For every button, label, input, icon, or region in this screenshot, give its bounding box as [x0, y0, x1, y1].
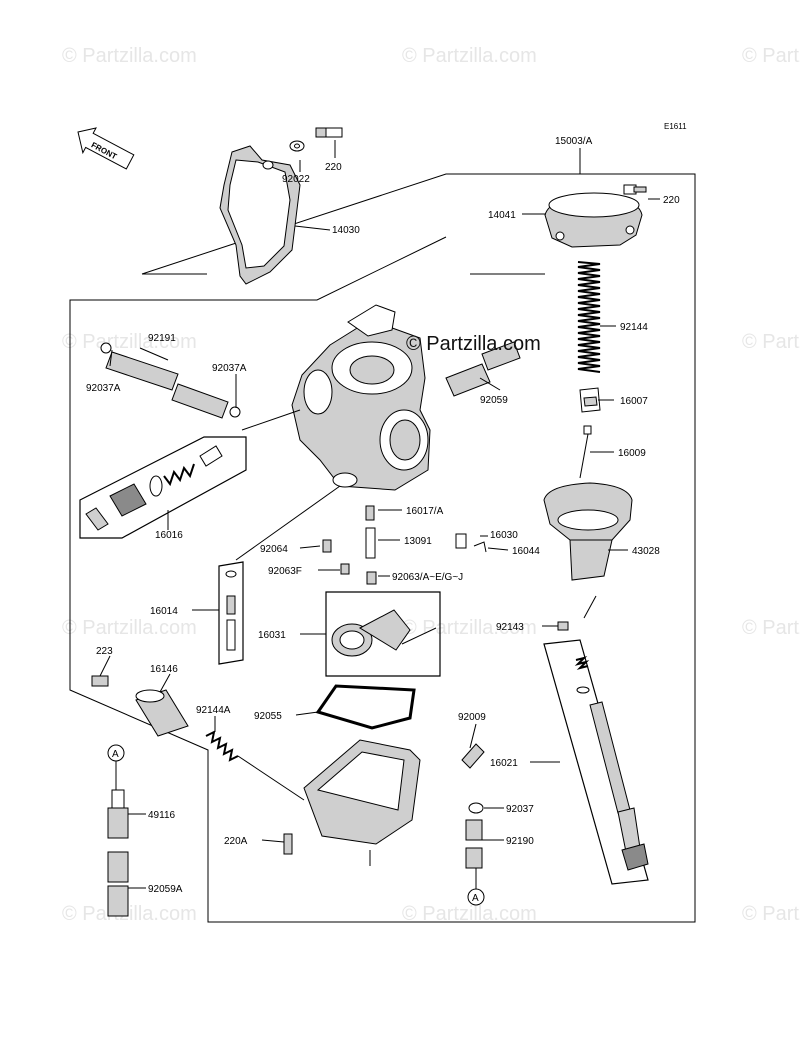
box-16021	[543, 639, 649, 885]
part-label-16017a: 16017/A	[406, 506, 444, 517]
watermark: © Partzilla.com	[742, 331, 800, 353]
float-valve-92009	[461, 743, 485, 769]
diaphragm-43028	[543, 482, 633, 581]
gasket-92055	[315, 684, 416, 730]
center-watermark: © Partzilla.com	[406, 333, 541, 355]
float-bowl	[283, 739, 421, 855]
clip-92037A-left	[100, 342, 112, 354]
part-label-16031: 16031	[258, 630, 286, 641]
spring-92144A	[205, 730, 239, 762]
part-label-92059: 92059	[480, 395, 508, 406]
needle-jet-13091	[365, 527, 376, 559]
part-label-43028: 43028	[632, 546, 660, 557]
leader-lines	[99, 140, 660, 889]
watermark: © Partzilla.com	[402, 903, 537, 925]
part-label-92037a-right: 92037A	[212, 363, 247, 374]
watermark: © Partzilla.com	[742, 45, 800, 67]
part-label-16030: 16030	[490, 530, 518, 541]
part-label-16009: 16009	[618, 448, 646, 459]
part-label-16016: 16016	[155, 530, 183, 541]
spring-92144	[577, 261, 601, 373]
part-label-16021: 16021	[490, 758, 518, 769]
reference-a-bottom: A	[467, 868, 485, 906]
front-arrow-shape	[77, 127, 135, 170]
watermarks: © Partzilla.com © Partzilla.com © Partzi…	[62, 45, 800, 925]
cap-16146	[135, 689, 189, 737]
part-label-223: 223	[96, 646, 113, 657]
part-label-16044: 16044	[512, 546, 540, 557]
box-16016	[79, 436, 247, 539]
part-label-92191: 92191	[148, 333, 176, 344]
part-label-220-cap: 220	[663, 195, 680, 206]
watermark: © Partzilla.com	[62, 45, 197, 67]
fitting-49116	[107, 789, 129, 839]
part-label-16146: 16146	[150, 664, 178, 675]
part-label-92144: 92144	[620, 322, 648, 333]
hose-92190	[465, 819, 483, 869]
part-label-15003a: 15003/A	[555, 136, 593, 147]
part-label-14030: 14030	[332, 225, 360, 236]
watermark: © Partzilla.com	[62, 331, 197, 353]
part-label-92063a: 92063/A~E/G~J	[392, 572, 463, 583]
jet-needle-16009	[579, 425, 592, 479]
clip-92037A-right	[229, 406, 241, 418]
box-16014	[218, 561, 244, 665]
screw-220-top	[315, 127, 343, 138]
watermark: © Partzilla.com	[742, 617, 800, 639]
retainer-16007	[579, 387, 601, 413]
watermark: © Partzilla.com	[402, 45, 537, 67]
part-label-92037: 92037	[506, 804, 534, 815]
reference-label: A	[472, 893, 479, 904]
main-jet-92063	[366, 571, 377, 585]
part-label-14041: 14041	[488, 210, 516, 221]
part-label-92037a-left: 92037A	[86, 383, 121, 394]
part-label-92063f: 92063F	[268, 566, 302, 577]
part-labels: 15003/A 220 92022 14030 14041 220 92144 …	[86, 136, 680, 895]
part-label-92022: 92022	[282, 174, 310, 185]
clip-92037	[468, 802, 484, 814]
hose-92059A	[107, 851, 129, 917]
reference-label: A	[112, 749, 119, 760]
starter-plunger-16030	[455, 533, 467, 549]
watermark: © Partzilla.com	[402, 617, 537, 639]
diagram-code: E1611	[664, 122, 687, 131]
tube-92059	[445, 341, 521, 397]
assembly-outline	[69, 173, 696, 923]
part-label-92009: 92009	[458, 712, 486, 723]
clip-16044	[473, 541, 487, 553]
reference-a-top: A	[107, 744, 125, 790]
screw-223	[91, 675, 109, 687]
assembly-boundary	[69, 173, 696, 923]
part-label-92064: 92064	[260, 544, 288, 555]
top-cover-14030	[219, 145, 301, 285]
screw-220-cap	[623, 184, 647, 195]
watermark: © Partzilla.com	[62, 617, 197, 639]
part-label-220-top: 220	[325, 162, 342, 173]
part-label-92055: 92055	[254, 711, 282, 722]
part-label-92190: 92190	[506, 836, 534, 847]
watermark: © Partzilla.com	[742, 903, 800, 925]
part-label-92059a: 92059A	[148, 884, 183, 895]
front-arrow: FRONT	[77, 127, 135, 170]
tube-92191	[105, 351, 229, 419]
carb-cap-14041	[544, 192, 643, 248]
part-label-49116: 49116	[148, 810, 176, 821]
washer-92022	[289, 140, 305, 152]
part-label-92143: 92143	[496, 622, 524, 633]
clip-92143	[557, 621, 569, 631]
part-label-16007: 16007	[620, 396, 648, 407]
box-16031	[325, 591, 441, 677]
watermark: © Partzilla.com	[62, 903, 197, 925]
jet-16017A	[365, 505, 375, 521]
part-label-13091: 13091	[404, 536, 432, 547]
carburetor-body	[291, 304, 431, 491]
part-label-92144a: 92144A	[196, 705, 231, 716]
part-label-16014: 16014	[150, 606, 178, 617]
plug-92063F	[340, 563, 350, 575]
screw-92064	[322, 539, 332, 553]
part-label-220a: 220A	[224, 836, 248, 847]
